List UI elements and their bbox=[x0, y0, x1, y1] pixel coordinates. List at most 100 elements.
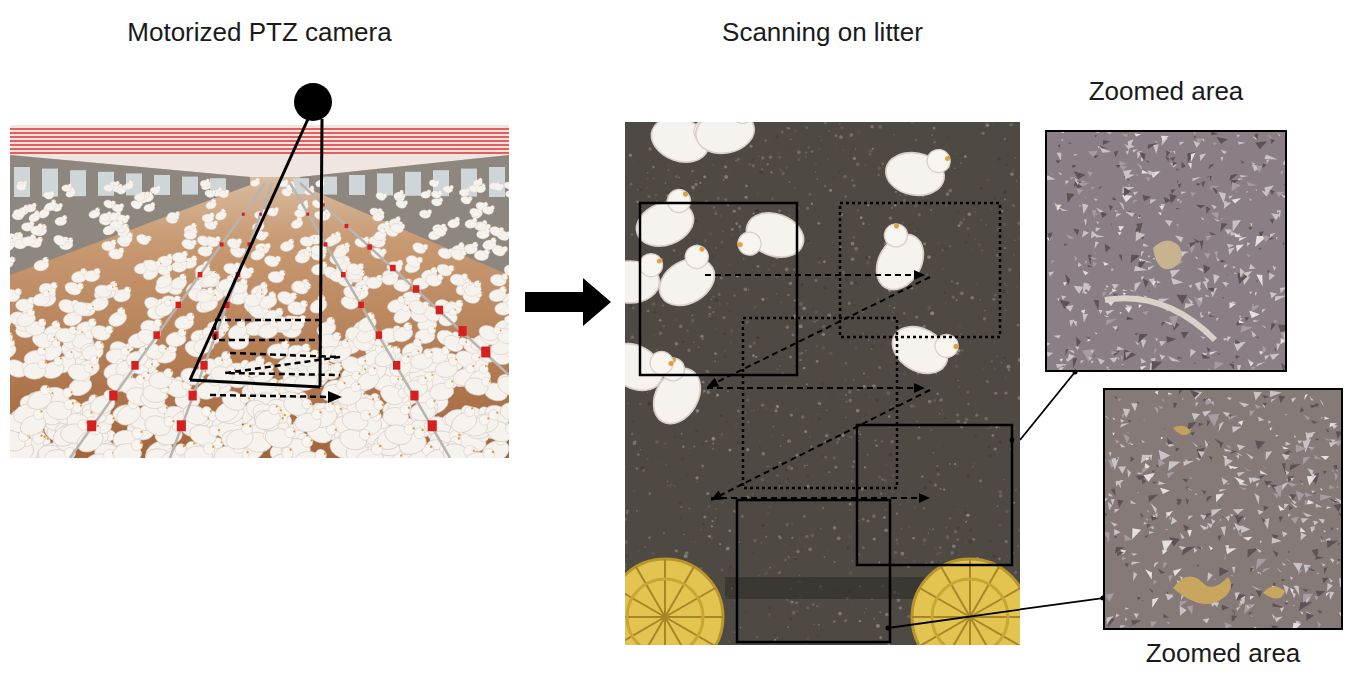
chicken-head bbox=[138, 201, 144, 207]
chicken-beak bbox=[82, 285, 84, 287]
chicken-beak bbox=[384, 228, 385, 229]
chicken-head bbox=[51, 201, 56, 206]
chicken-head bbox=[23, 183, 27, 187]
right-wall bbox=[300, 155, 509, 275]
chicken bbox=[21, 234, 36, 247]
chicken-beak bbox=[11, 238, 13, 240]
chicken-head bbox=[128, 180, 133, 185]
chicken-beak bbox=[399, 217, 400, 218]
chicken-head bbox=[76, 282, 85, 291]
chicken-head bbox=[63, 349, 75, 361]
chicken-head bbox=[62, 236, 69, 243]
chicken bbox=[167, 210, 180, 221]
chicken-body bbox=[197, 246, 212, 258]
chicken-beak bbox=[265, 283, 267, 285]
chicken-beak bbox=[478, 356, 481, 359]
chicken-head bbox=[504, 422, 509, 436]
chicken bbox=[460, 194, 473, 206]
chicken-head bbox=[304, 250, 310, 256]
chicken-head bbox=[191, 223, 197, 229]
chicken-head bbox=[279, 270, 286, 277]
chicken-head bbox=[427, 189, 431, 193]
chicken-beak bbox=[45, 361, 47, 363]
chicken-head bbox=[456, 300, 464, 308]
chicken-head bbox=[438, 197, 443, 202]
chicken-beak bbox=[94, 320, 96, 322]
chicken-head bbox=[42, 289, 50, 297]
chicken-beak bbox=[195, 224, 196, 225]
chicken-head bbox=[483, 202, 488, 207]
chicken-head bbox=[191, 239, 198, 246]
chicken-beak bbox=[118, 181, 120, 183]
chicken-head bbox=[332, 332, 341, 341]
chicken-beak bbox=[12, 339, 14, 341]
chicken bbox=[135, 231, 153, 247]
chicken-beak bbox=[287, 342, 289, 344]
chicken-beak bbox=[60, 357, 62, 359]
chicken-beak bbox=[487, 203, 488, 204]
chicken-beak bbox=[244, 265, 246, 267]
chicken-head bbox=[428, 326, 436, 334]
chicken-beak bbox=[343, 382, 345, 384]
chicken-beak bbox=[332, 318, 334, 320]
chicken-beak bbox=[81, 331, 83, 333]
chicken-beak bbox=[271, 363, 273, 365]
chicken-head bbox=[397, 295, 405, 303]
chicken-beak bbox=[461, 302, 463, 304]
chicken-beak bbox=[221, 359, 223, 361]
chicken-beak bbox=[224, 209, 225, 210]
chicken-head bbox=[265, 243, 272, 250]
chicken-beak bbox=[70, 184, 72, 186]
chicken bbox=[428, 178, 440, 189]
chicken-head bbox=[310, 185, 315, 190]
chicken-head bbox=[416, 256, 424, 264]
chicken-head bbox=[458, 242, 465, 249]
chicken-body bbox=[61, 185, 71, 192]
chicken bbox=[411, 239, 429, 256]
window bbox=[489, 167, 505, 197]
chicken bbox=[31, 289, 52, 307]
chicken-beak bbox=[309, 403, 312, 406]
chicken-body bbox=[103, 184, 113, 192]
floor bbox=[10, 125, 509, 458]
chicken-head bbox=[122, 185, 127, 190]
chicken-beak bbox=[363, 393, 365, 395]
chicken-beak bbox=[308, 346, 310, 348]
chicken-head bbox=[23, 204, 29, 210]
chicken-head bbox=[210, 270, 218, 278]
chicken-beak bbox=[53, 192, 55, 194]
chicken-head bbox=[470, 351, 481, 362]
chicken-beak bbox=[471, 198, 472, 199]
chicken-beak bbox=[221, 188, 222, 189]
chicken-beak bbox=[324, 452, 327, 455]
chicken-head bbox=[466, 188, 470, 192]
chicken-beak bbox=[481, 293, 483, 295]
chicken-head bbox=[412, 337, 423, 348]
chicken-head bbox=[124, 286, 131, 293]
chicken bbox=[116, 185, 128, 196]
chicken-head bbox=[208, 424, 221, 437]
chicken-head bbox=[157, 186, 161, 190]
chicken bbox=[390, 322, 415, 345]
chicken-body bbox=[505, 190, 509, 197]
chicken bbox=[10, 236, 17, 253]
ceiling-truss bbox=[10, 152, 509, 154]
chicken-head bbox=[384, 221, 390, 227]
chicken bbox=[502, 261, 509, 280]
chicken-head bbox=[88, 318, 96, 326]
chicken-head bbox=[472, 242, 478, 248]
photo-illustration bbox=[10, 125, 509, 458]
chicken-body bbox=[459, 189, 470, 197]
chicken-beak bbox=[281, 310, 283, 312]
chicken-beak bbox=[407, 202, 408, 203]
chicken bbox=[503, 180, 509, 191]
chicken bbox=[108, 246, 124, 260]
ceiling-truss bbox=[10, 136, 509, 138]
chicken-beak bbox=[20, 290, 22, 292]
chicken-head bbox=[383, 193, 388, 198]
chicken-beak bbox=[140, 431, 143, 434]
chicken-head bbox=[69, 326, 78, 335]
chicken bbox=[10, 337, 19, 362]
chicken bbox=[87, 207, 101, 220]
chicken-beak bbox=[33, 222, 34, 223]
